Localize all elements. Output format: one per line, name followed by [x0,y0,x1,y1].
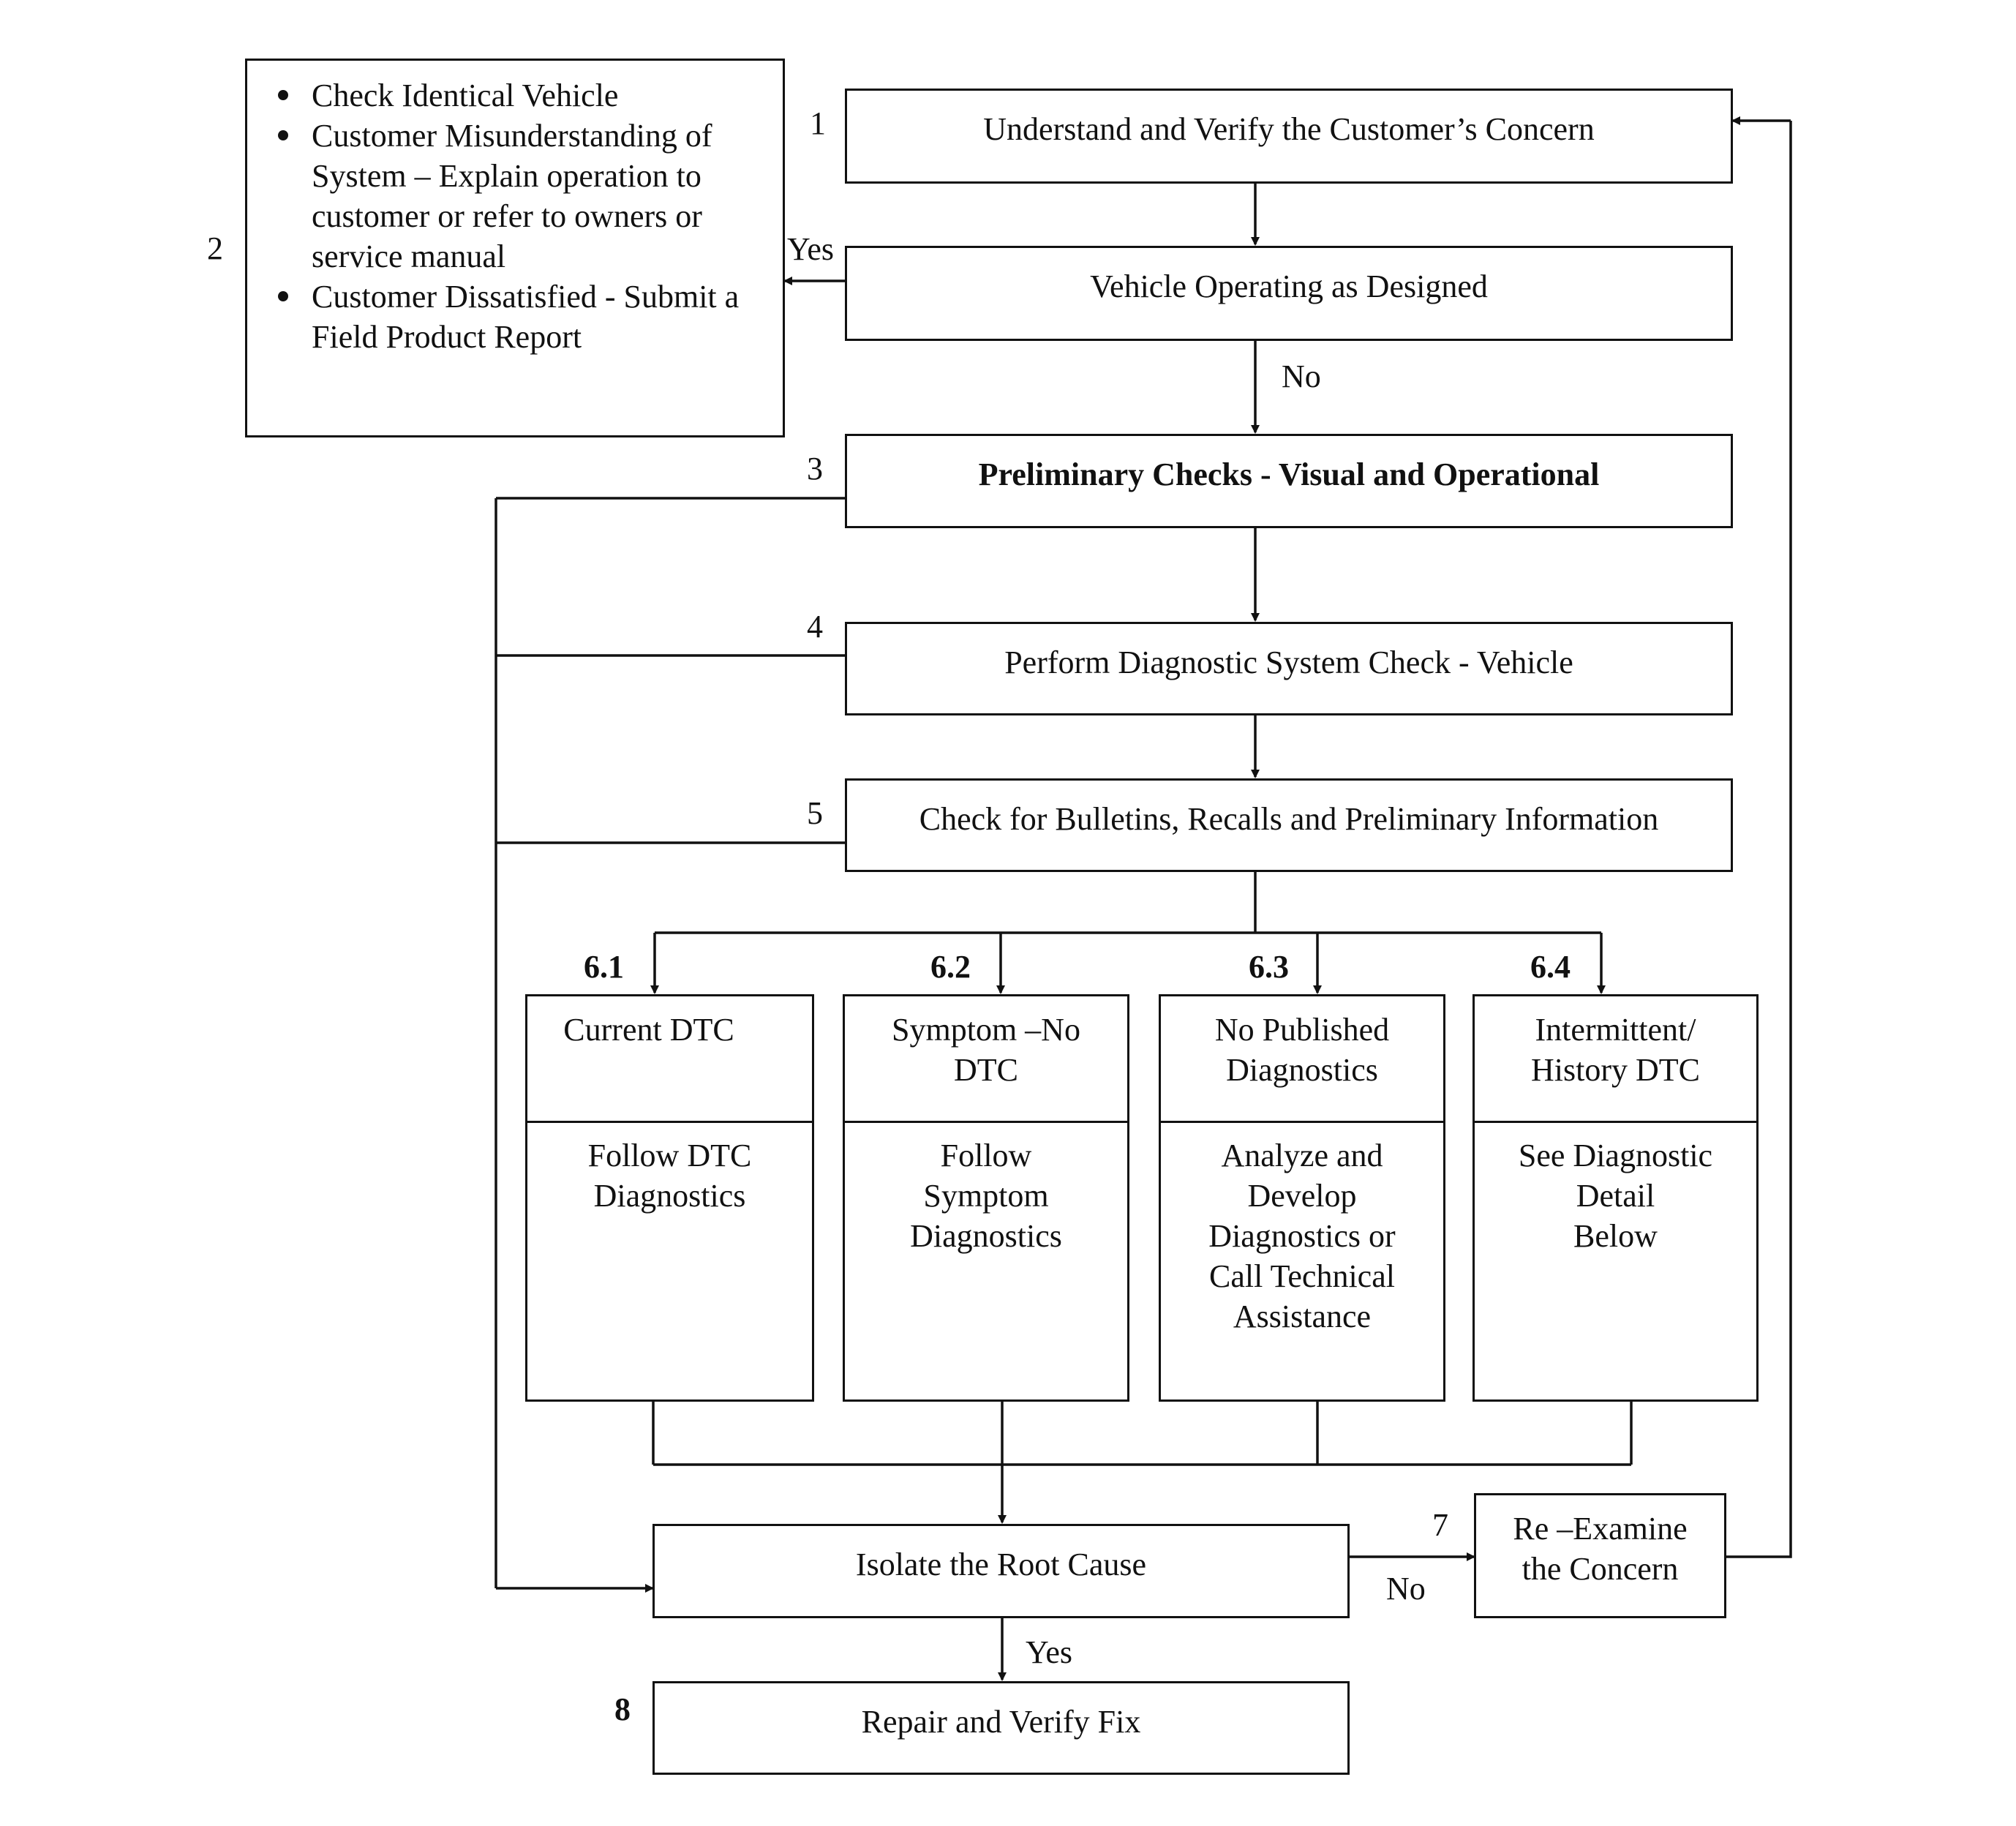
step-number-2: 2 [207,230,223,266]
step-6-4-title: Intermittent/ History DTC [1531,1012,1700,1088]
step-7-box: Re –Examine the Concern [1474,1493,1726,1618]
step-6-2-box: Symptom –No DTC Follow Symptom Diagnosti… [843,994,1129,1402]
step-number-6-1: 6.1 [584,949,624,985]
step-6-2-body: Follow Symptom Diagnostics [910,1138,1062,1254]
step-4-box: Perform Diagnostic System Check - Vehicl… [845,622,1733,715]
step-6-4-body: See Diagnostic Detail Below [1518,1138,1713,1254]
decision-text: Vehicle Operating as Designed [1090,268,1488,304]
isolate-no-label: No [1386,1571,1426,1607]
step-number-7: 7 [1432,1507,1448,1543]
step-6-2-divider [845,1121,1127,1123]
step-2-box: Check Identical Vehicle Customer Misunde… [245,59,785,437]
step-1-text: Understand and Verify the Customer’s Con… [983,111,1595,147]
step-5-box: Check for Bulletins, Recalls and Prelimi… [845,778,1733,872]
step-number-1: 1 [810,105,826,141]
step-2-item: Customer Misunderstanding of System – Ex… [247,116,759,277]
step-number-6-3: 6.3 [1249,949,1289,985]
step-6-4-box: Intermittent/ History DTC See Diagnostic… [1472,994,1759,1402]
step-6-1-divider [527,1121,812,1123]
step-7-text: Re –Examine the Concern [1513,1511,1688,1587]
step-8-box: Repair and Verify Fix [652,1681,1350,1775]
step-number-4: 4 [807,609,823,645]
step-6-3-title: No Published Diagnostics [1214,1012,1390,1088]
step-number-6-4: 6.4 [1530,949,1571,985]
step-1-box: Understand and Verify the Customer’s Con… [845,89,1733,184]
step-6-2-title: Symptom –No DTC [892,1012,1080,1088]
step-6-1-title: Current DTC [563,1012,734,1048]
step-number-6-2: 6.2 [930,949,971,985]
step-number-3: 3 [807,451,823,486]
isolate-text: Isolate the Root Cause [855,1547,1147,1582]
step-6-1-box: Current DTC Follow DTC Diagnostics [525,994,814,1402]
isolate-box: Isolate the Root Cause [652,1524,1350,1618]
step-number-8: 8 [614,1691,631,1727]
isolate-yes-label: Yes [1026,1634,1073,1670]
yes-label: Yes [787,231,835,267]
step-2-list: Check Identical Vehicle Customer Misunde… [247,75,759,357]
step-number-5: 5 [807,795,823,831]
no-label: No [1282,358,1321,394]
step-6-3-divider [1161,1121,1443,1123]
step-2-item: Customer Dissatisfied - Submit a Field P… [247,277,759,357]
step-4-text: Perform Diagnostic System Check - Vehicl… [1004,645,1573,680]
step-6-1-body: Follow DTC Diagnostics [587,1138,752,1214]
step-5-text: Check for Bulletins, Recalls and Prelimi… [919,801,1659,837]
decision-box: Vehicle Operating as Designed [845,246,1733,341]
step-3-box: Preliminary Checks - Visual and Operatio… [845,434,1733,528]
step-8-text: Repair and Verify Fix [861,1704,1141,1740]
step-6-4-divider [1475,1121,1756,1123]
step-2-item: Check Identical Vehicle [247,75,759,116]
step-6-3-box: No Published Diagnostics Analyze and Dev… [1159,994,1445,1402]
step-3-text: Preliminary Checks - Visual and Operatio… [978,456,1600,492]
connector-7-loop [1726,121,1792,1558]
step-6-3-body: Analyze and Develop Diagnostics or Call … [1208,1138,1396,1334]
